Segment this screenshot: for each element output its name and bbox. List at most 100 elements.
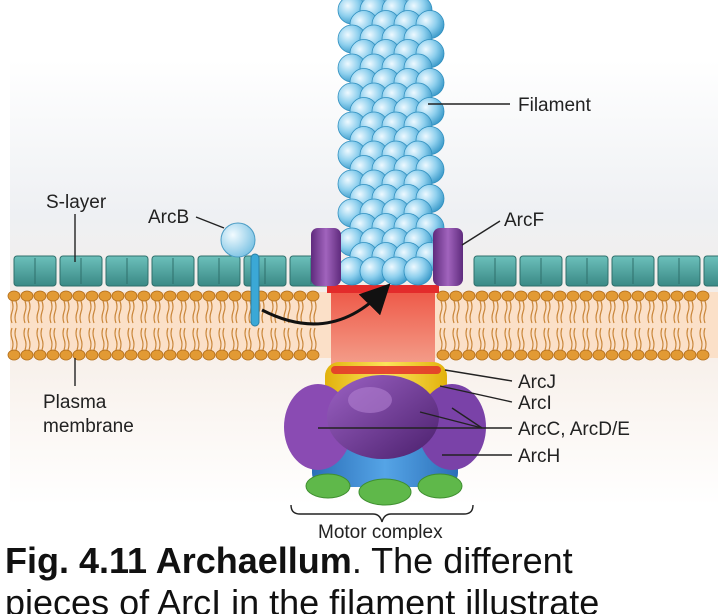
lipid-tail xyxy=(534,327,538,351)
lipid-tail xyxy=(621,300,625,324)
lipid-tail xyxy=(660,327,664,351)
caption-second-line: pieces of ArcI in the filament illustrat… xyxy=(5,582,600,614)
lipid-head xyxy=(85,290,99,302)
arcf-proteins xyxy=(311,228,463,286)
lipid-tail xyxy=(196,300,200,324)
lipid-tail xyxy=(274,327,278,351)
lipid-tail xyxy=(261,327,265,351)
lipid-head xyxy=(241,349,255,361)
lipid-tail xyxy=(66,327,70,351)
lipid-head xyxy=(98,290,112,302)
lipid-head xyxy=(605,349,619,361)
lipid-tail xyxy=(131,300,135,324)
lipid-tail xyxy=(75,300,79,324)
lipid-head xyxy=(566,349,580,361)
lipid-tail xyxy=(478,327,482,351)
lipid-tail xyxy=(209,327,213,351)
lipid-tail xyxy=(521,300,525,324)
lipid-head xyxy=(631,290,645,302)
caption-figure-label: Fig. 4.11 Archaellum xyxy=(5,540,352,581)
lipid-tail xyxy=(625,327,629,351)
lipid-tail xyxy=(75,327,79,351)
archaellum-diagram: Filament S-layer ArcB ArcF ArcJ ArcI Arc… xyxy=(7,0,718,540)
lipid-head xyxy=(85,349,99,361)
lipid-tail xyxy=(517,327,521,351)
lipid-tail xyxy=(491,300,495,324)
lipid-head xyxy=(124,349,138,361)
lipid-tail xyxy=(508,327,512,351)
lipid-tail xyxy=(27,327,31,351)
lipid-tail xyxy=(703,327,707,351)
lipid-tail xyxy=(222,327,226,351)
lipid-tail xyxy=(66,300,70,324)
lipid-head xyxy=(696,349,710,361)
lipid-head xyxy=(293,290,307,302)
lipid-tail xyxy=(595,327,599,351)
lipid-tail xyxy=(144,300,148,324)
lipid-tail xyxy=(40,327,44,351)
lipid-tail xyxy=(14,300,18,324)
lipid-tail xyxy=(504,300,508,324)
lipid-tail xyxy=(40,300,44,324)
lipid-tail xyxy=(517,300,521,324)
lipid-head xyxy=(7,349,21,361)
lipid-head xyxy=(644,349,658,361)
lipid-tail xyxy=(88,300,92,324)
lipid-tail xyxy=(118,300,122,324)
lipid-tail xyxy=(495,300,499,324)
lipid-tail xyxy=(140,300,144,324)
lipid-head xyxy=(111,349,125,361)
motor-complex xyxy=(284,362,486,506)
assembly-arrow xyxy=(261,283,391,326)
lipid-head xyxy=(33,290,47,302)
lipid-tail xyxy=(205,327,209,351)
lipid-tail xyxy=(621,327,625,351)
filament-label: Filament xyxy=(518,95,592,116)
lipid-tail xyxy=(313,300,317,324)
lipid-tail xyxy=(170,300,174,324)
lipid-tail xyxy=(309,300,313,324)
lipid-head xyxy=(189,290,203,302)
lipid-tail xyxy=(153,327,157,351)
plasma-label: Plasma xyxy=(43,392,107,413)
lipid-tail xyxy=(170,327,174,351)
lipid-tail xyxy=(586,327,590,351)
lipid-tail xyxy=(443,327,447,351)
lipid-head xyxy=(501,349,515,361)
lipid-tail xyxy=(534,300,538,324)
lipid-head xyxy=(527,349,541,361)
lipid-head xyxy=(579,290,593,302)
lipid-tail xyxy=(638,327,642,351)
lipid-head xyxy=(72,349,86,361)
lipid-tail xyxy=(569,327,573,351)
lipid-head xyxy=(33,349,47,361)
lipid-tail xyxy=(313,327,317,351)
lipid-head xyxy=(98,349,112,361)
lipid-head xyxy=(475,349,489,361)
lipid-tail xyxy=(573,327,577,351)
lipid-tail xyxy=(49,300,53,324)
lipid-tail xyxy=(612,300,616,324)
lipid-tail xyxy=(608,300,612,324)
lipid-tail xyxy=(231,300,235,324)
lipid-tail xyxy=(530,300,534,324)
lipid-tail xyxy=(296,327,300,351)
s-layer-block xyxy=(703,255,718,287)
lipid-tail xyxy=(699,327,703,351)
lipid-head xyxy=(683,349,697,361)
arcb-label: ArcB xyxy=(148,207,189,228)
lipid-tail xyxy=(10,300,14,324)
lipid-tail xyxy=(686,300,690,324)
lipid-tail xyxy=(612,327,616,351)
lipid-tail xyxy=(62,300,66,324)
lipid-tail xyxy=(686,327,690,351)
lipid-head xyxy=(670,349,684,361)
lipid-head xyxy=(72,290,86,302)
lipid-tail xyxy=(105,327,109,351)
lipid-tail xyxy=(469,327,473,351)
motor-complex-label: Motor complex xyxy=(318,522,443,540)
lipid-head xyxy=(280,290,294,302)
lipid-tail xyxy=(92,327,96,351)
lipid-tail xyxy=(23,300,27,324)
lipid-head xyxy=(553,349,567,361)
